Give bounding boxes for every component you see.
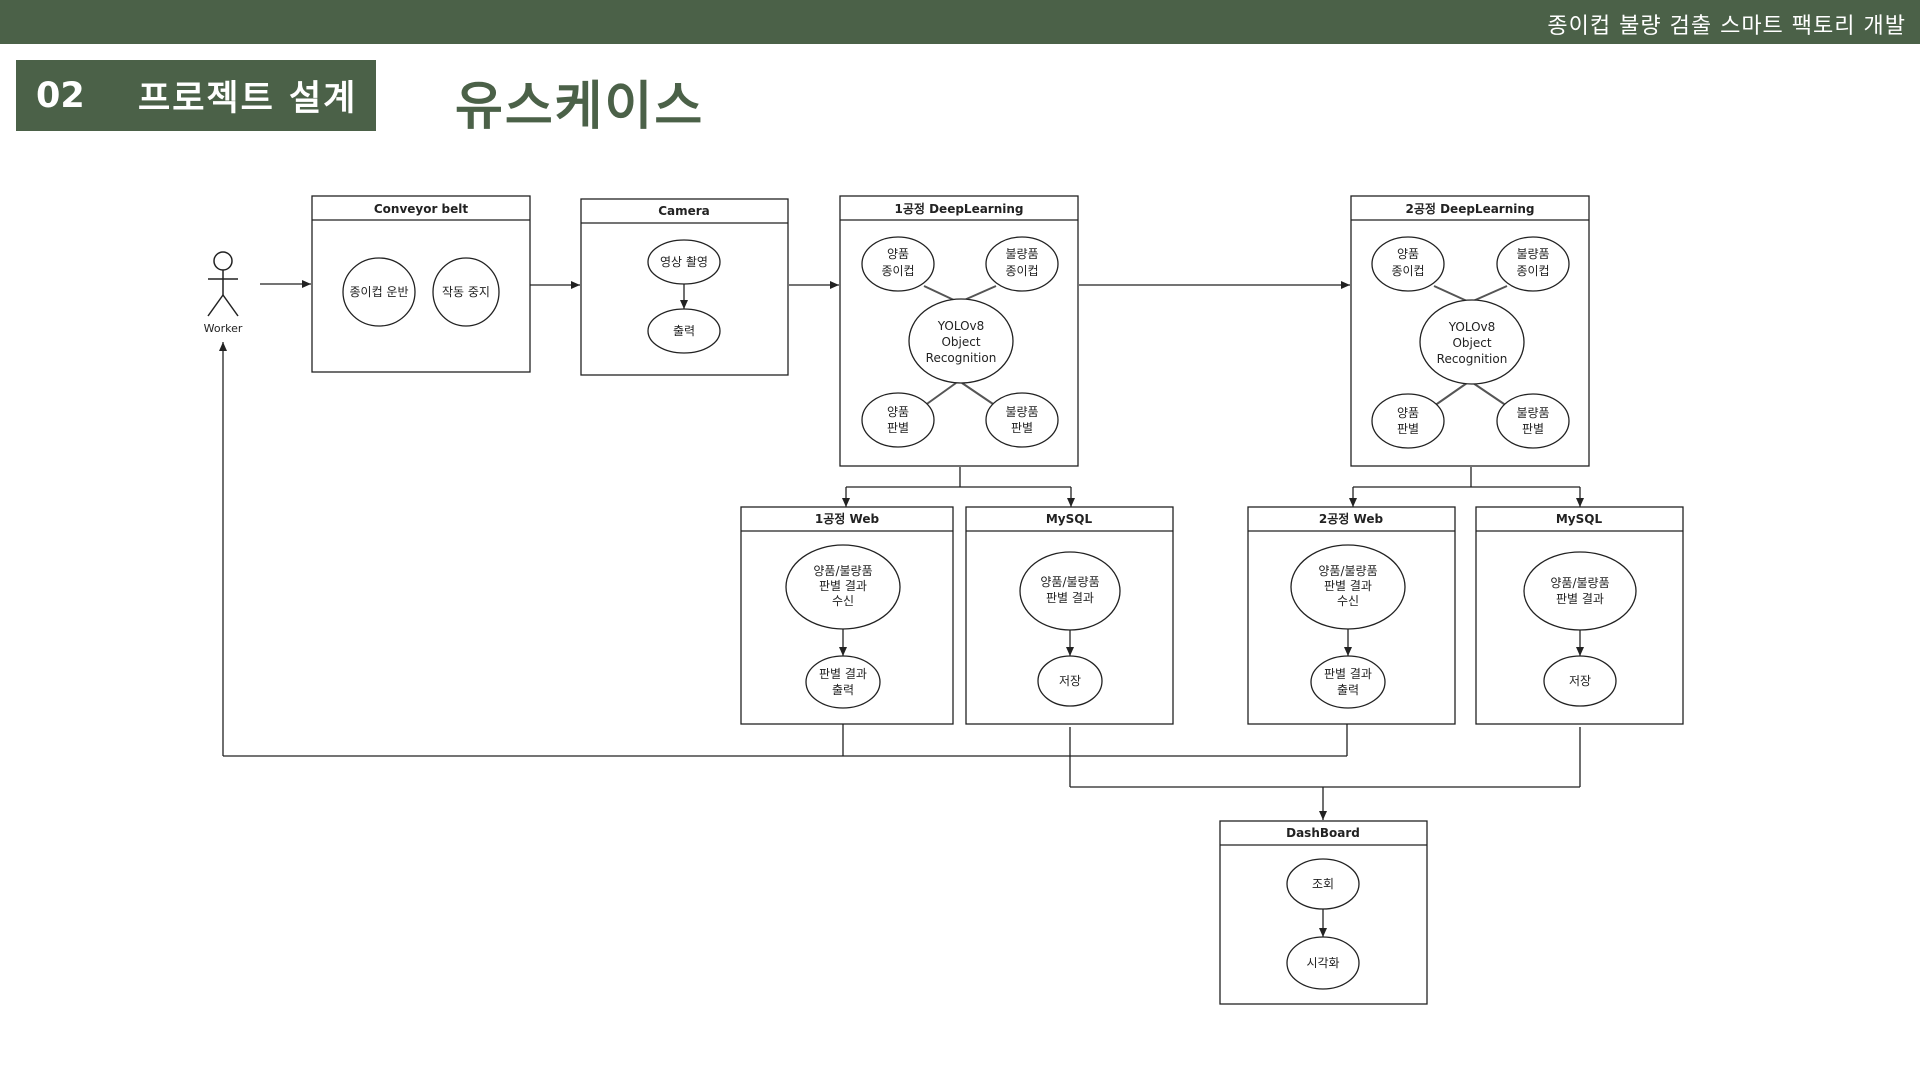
dl1-good-judge-l2: 판별	[887, 421, 909, 435]
dl2-yolo-l1: YOLOv8	[1448, 320, 1496, 334]
web1-receive-l3: 수신	[832, 594, 854, 608]
dl2-bad-judge-l1: 불량품	[1516, 406, 1549, 420]
conveyor-stop-node: 작동 중지	[442, 285, 490, 299]
dl1-yolo-l1: YOLOv8	[937, 319, 985, 333]
conveyor-carry-node: 종이컵 운반	[349, 285, 408, 299]
dl2-bad-cup-l1: 불량품	[1516, 247, 1549, 261]
dashboard-box: DashBoard 조회 시각화	[1219, 820, 1428, 1005]
dl1-bad-cup-l2: 종이컵	[1005, 264, 1038, 278]
dl2-yolo-l2: Object	[1452, 336, 1491, 350]
mysql2-result-l2: 판별 결과	[1556, 592, 1604, 606]
dl2-good-cup-l2: 종이컵	[1391, 264, 1424, 278]
header-title: 종이컵 불량 검출 스마트 팩토리 개발	[1547, 14, 1906, 39]
web2-output-l2: 출력	[1337, 683, 1359, 697]
web1-receive-l2: 판별 결과	[819, 579, 867, 593]
dl1-yolo-l3: Recognition	[926, 351, 997, 365]
mysql1-result-l1: 양품/불량품	[1040, 575, 1099, 589]
dl2-yolo-l3: Recognition	[1437, 352, 1508, 366]
dl1-bad-judge-l2: 판별	[1011, 421, 1033, 435]
web1-box: 1공정 Web 양품/불량품 판별 결과 수신 판별 결과 출력	[740, 506, 954, 725]
dl1-good-judge-l1: 양품	[887, 405, 909, 419]
mysql2-save-node: 저장	[1569, 674, 1591, 688]
conveyor-belt-box: Conveyor belt 종이컵 운반 작동 중지	[311, 195, 531, 373]
dl1-yolo-l2: Object	[941, 335, 980, 349]
dl2-bad-judge-l2: 판별	[1522, 422, 1544, 436]
mysql1-box: MySQL 양품/불량품 판별 결과 저장	[965, 506, 1174, 725]
actor-label: Worker	[204, 322, 243, 335]
web2-title: 2공정 Web	[1319, 511, 1384, 526]
section-number: 02	[36, 75, 85, 116]
dl1-branch-line	[846, 467, 1071, 488]
mysql2-result-l1: 양품/불량품	[1550, 576, 1609, 590]
dl1-title: 1공정 DeepLearning	[894, 201, 1023, 216]
dl1-good-cup-l1: 양품	[887, 247, 909, 261]
dl1-bad-cup-l1: 불량품	[1005, 247, 1038, 261]
dl2-good-judge-l2: 판별	[1397, 422, 1419, 436]
web2-box: 2공정 Web 양품/불량품 판별 결과 수신 판별 결과 출력	[1247, 506, 1456, 725]
top-bar: 종이컵 불량 검출 스마트 팩토리 개발	[0, 0, 1920, 44]
conveyor-title: Conveyor belt	[374, 202, 469, 216]
dl2-good-judge-l1: 양품	[1397, 406, 1419, 420]
camera-output-node: 출력	[673, 324, 695, 338]
web1-title: 1공정 Web	[815, 511, 880, 526]
dl2-branch-line	[1353, 467, 1580, 488]
web1-receive-l1: 양품/불량품	[813, 564, 872, 578]
mysql1-title: MySQL	[1046, 512, 1093, 526]
camera-box: Camera 영상 촬영 출력	[580, 198, 789, 376]
page-title: 유스케이스	[455, 77, 705, 137]
worker-actor	[207, 251, 239, 317]
dl1-good-cup-l2: 종이컵	[881, 264, 914, 278]
dl2-title: 2공정 DeepLearning	[1405, 201, 1534, 216]
dashboard-title: DashBoard	[1286, 826, 1360, 840]
mysql1-save-node: 저장	[1059, 674, 1081, 688]
mysql2-title: MySQL	[1556, 512, 1603, 526]
web2-receive-l3: 수신	[1337, 594, 1359, 608]
web2-output-l1: 판별 결과	[1324, 667, 1372, 681]
dashboard-visualize-node: 시각화	[1306, 956, 1339, 970]
dl2-good-cup-l1: 양품	[1397, 247, 1419, 261]
web1-output-l1: 판별 결과	[819, 667, 867, 681]
mysql2-box: MySQL 양품/불량품 판별 결과 저장	[1475, 506, 1684, 725]
web2-receive-l1: 양품/불량품	[1318, 564, 1377, 578]
section-badge: 02 프로젝트 설계	[16, 60, 376, 131]
camera-shoot-node: 영상 촬영	[660, 255, 708, 269]
mysql-to-dashboard-line	[1069, 727, 1581, 788]
camera-title: Camera	[658, 204, 710, 218]
dashboard-query-node: 조회	[1312, 877, 1334, 891]
section-label: 프로젝트 설계	[138, 79, 358, 119]
web1-output-l2: 출력	[832, 683, 854, 697]
dl2-bad-cup-l2: 종이컵	[1516, 264, 1549, 278]
dl1-bad-judge-l1: 불량품	[1005, 405, 1038, 419]
dl1-box: 1공정 DeepLearning 양품 종이컵 불량품 종이컵 YOLOv8 O…	[839, 195, 1079, 467]
web2-receive-l2: 판별 결과	[1324, 579, 1372, 593]
dl2-box: 2공정 DeepLearning 양품 종이컵 불량품 종이컵 YOLOv8 O…	[1350, 195, 1590, 467]
mysql1-result-l2: 판별 결과	[1046, 591, 1094, 605]
